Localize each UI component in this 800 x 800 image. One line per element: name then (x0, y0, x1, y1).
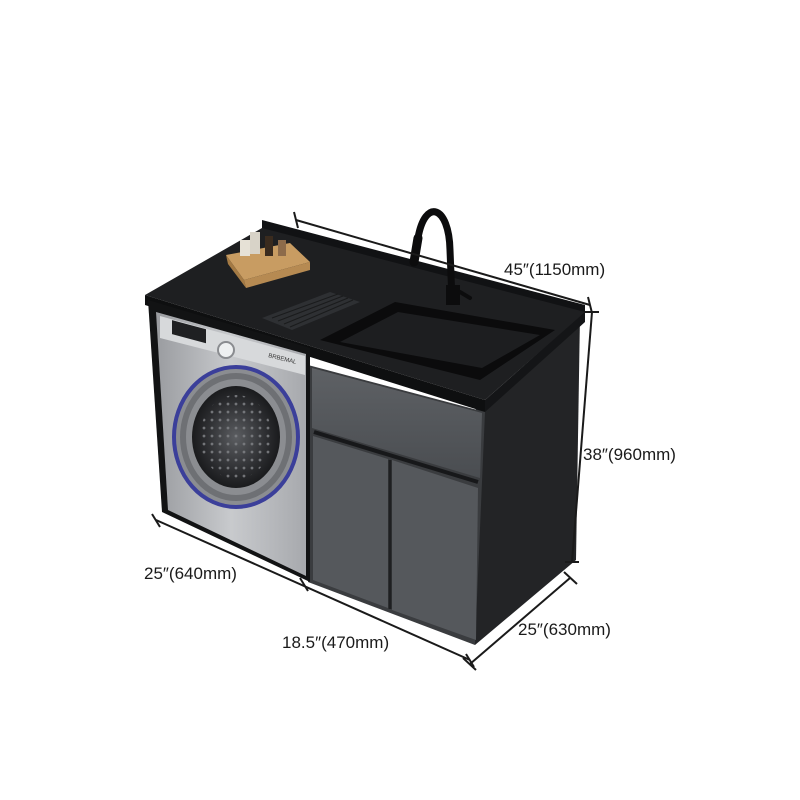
cabinet-door-left (313, 436, 388, 608)
dimension-cabinet-width-label: 18.5″(470mm) (282, 633, 390, 652)
cabinet-side-panel (475, 315, 580, 645)
washer-drum-holes (200, 395, 272, 479)
dimension-total-width-label: 45″(1150mm) (504, 260, 606, 279)
washboard-ridges (271, 293, 354, 328)
countertop-side-edge (485, 312, 585, 412)
dim-line-front-width (155, 519, 471, 661)
washboard (262, 292, 360, 330)
dimension-depth-label: 25″(630mm) (518, 620, 611, 639)
dimension-washer-width-label: 25″(640mm) (144, 564, 237, 583)
washer-dial-icon (217, 341, 235, 359)
dim-line-total-width (295, 219, 591, 306)
faucet-icon (409, 208, 472, 305)
dim-line-height (571, 311, 593, 563)
sink-basin-inner (340, 312, 540, 368)
dimension-height-label: 38″(960mm) (583, 445, 676, 464)
basket-icon (226, 232, 310, 288)
washer-display (172, 320, 206, 344)
countertop-front-edge (145, 295, 485, 412)
drawer-handle-line (313, 430, 479, 484)
dim-line-depth (469, 577, 571, 665)
cabinet-drawer (312, 368, 482, 478)
cabinet-door-right (392, 460, 478, 640)
dimension-lines (151, 211, 599, 671)
washer-door-glass (180, 373, 292, 501)
